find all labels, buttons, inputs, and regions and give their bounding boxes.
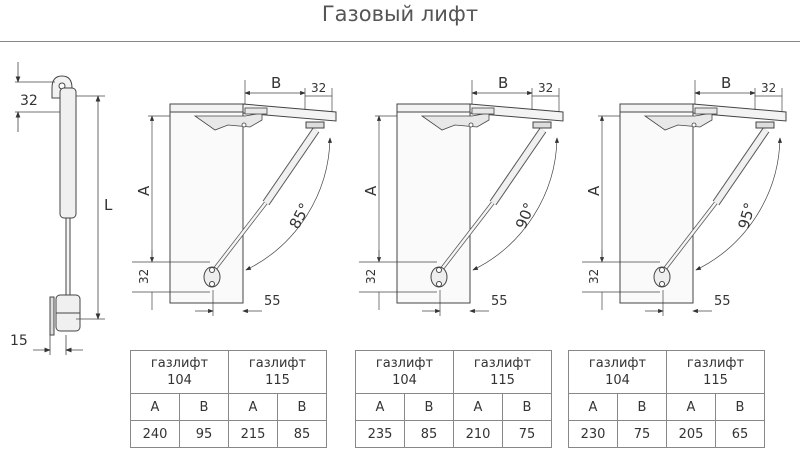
dim-b-label: B [721,74,731,92]
cabinet-body [169,103,337,304]
strut-dim-bottom: 15 [10,333,28,349]
opening-angle-label: 85° [286,200,314,232]
dim-b2-label: 32 [761,81,776,95]
value-cell: 65 [715,420,765,448]
dim-a-label: A [585,185,603,196]
column-header: B [277,393,327,421]
value-cell: 85 [277,420,327,448]
opening-angle-label: 95° [735,201,760,232]
column-header: B [502,393,552,421]
column-header: A [666,393,716,421]
dim-b-label: B [271,74,281,92]
model-header: газлифт 104 [355,350,454,394]
dim-b2-label: 32 [538,81,553,95]
value-cell: 210 [453,420,503,448]
column-header: A [130,393,180,421]
hinge-mechanism [643,107,718,131]
cabinet-panel-3: A 32 B 32 55 95° [582,74,787,316]
opening-angle-label: 90° [512,200,539,231]
value-cell: 75 [502,420,552,448]
dim-55-label: 55 [714,294,731,309]
dim-lower-label: 32 [587,269,601,284]
dim-55-label: 55 [264,294,281,309]
model-header: газлифт 104 [568,350,667,394]
value-cell: 235 [355,420,405,448]
column-header: B [617,393,667,421]
dim-b-label: B [498,74,508,92]
strut-dimensions [15,62,105,355]
dim-lower-label: 32 [137,269,151,284]
column-header: B [404,393,454,421]
value-cell: 85 [404,420,454,448]
strut-dim-length: L [104,196,113,214]
dim-lower-label: 32 [364,269,378,284]
column-header: A [355,393,405,421]
column-header: A [228,393,278,421]
model-header: газлифт 115 [666,350,765,394]
dim-55-label: 55 [491,294,508,309]
column-header: B [715,393,765,421]
cabinet-panel-1: A 32 B 32 55 85° [132,74,337,316]
value-cell: 95 [179,420,229,448]
dimension-lines [359,80,560,316]
dimension-lines [132,80,333,316]
value-cell: 230 [568,420,618,448]
hinge-mechanism [193,107,268,131]
value-cell: 205 [666,420,716,448]
value-cell: 75 [617,420,667,448]
value-cell: 240 [130,420,180,448]
column-header: A [568,393,618,421]
hinge-mechanism [420,107,495,131]
value-cell: 215 [228,420,278,448]
page-title: Газовый лифт [321,2,479,26]
model-header: газлифт 115 [228,350,327,394]
column-header: B [179,393,229,421]
dim-a-label: A [135,185,153,196]
strut-dim-top: 32 [20,93,38,109]
dim-b2-label: 32 [311,81,326,95]
dimension-lines [582,80,783,316]
cabinet-panel-2: A 32 B 32 55 90° [359,74,564,316]
model-header: газлифт 115 [453,350,552,394]
gas-strut-side-view [49,75,81,336]
column-header: A [453,393,503,421]
title-divider [0,41,800,42]
model-header: газлифт 104 [130,350,229,394]
dim-a-label: A [362,185,380,196]
